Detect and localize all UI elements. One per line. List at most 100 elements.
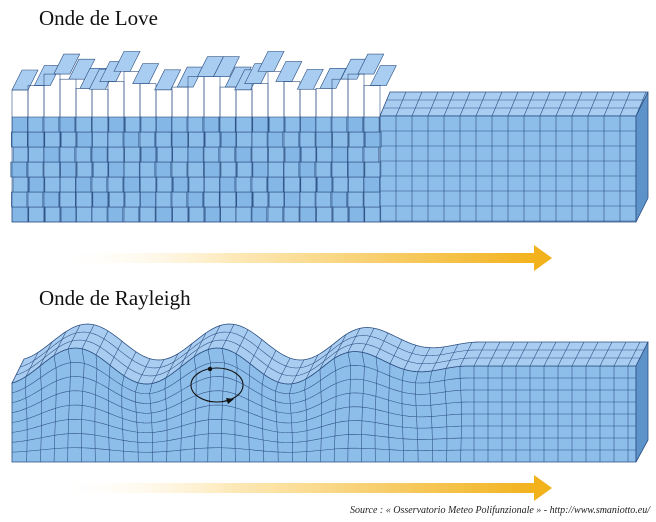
- love-block-cell: [155, 206, 173, 223]
- love-block-cell: [11, 206, 29, 223]
- love-block-cell: [266, 206, 284, 223]
- rayleigh-grid-line: [39, 365, 42, 463]
- love-block-cell: [362, 116, 380, 133]
- love-block-cell: [300, 176, 318, 193]
- love-block-top: [53, 53, 81, 75]
- love-block-cell: [108, 191, 126, 208]
- love-block-cell: [59, 191, 76, 208]
- love-block-cell: [251, 131, 269, 148]
- love-block-top: [369, 65, 397, 86]
- love-block-cell: [188, 131, 205, 148]
- orbit-arrowhead: [226, 398, 234, 404]
- love-block-cell: [91, 116, 109, 133]
- love-block-cell: [284, 191, 301, 208]
- love-block-cell: [235, 206, 253, 223]
- rayleigh-grid-line: [53, 331, 67, 356]
- love-block-cell: [188, 206, 206, 223]
- love-block-cell: [75, 176, 92, 193]
- love-block-cell: [347, 161, 365, 178]
- love-block-cell: [331, 161, 348, 178]
- love-block-cell: [156, 146, 174, 163]
- love-block-cell: [203, 176, 221, 193]
- rayleigh-grid-line: [261, 374, 265, 463]
- love-block-cell: [266, 131, 284, 148]
- rayleigh-grid-line: [403, 345, 417, 370]
- rayleigh-grid-line: [599, 341, 613, 367]
- rayleigh-grid-line: [319, 369, 322, 463]
- grid-line: [475, 91, 487, 117]
- love-block-cell: [12, 176, 30, 193]
- rayleigh-grid-line: [123, 351, 137, 376]
- love-block-cell: [235, 116, 253, 133]
- love-block-cell: [346, 146, 364, 163]
- love-block-cell: [28, 206, 46, 223]
- love-block-cell: [363, 176, 380, 193]
- love-block-cell: [123, 161, 141, 178]
- love-block-cell: [154, 131, 172, 148]
- love-block-column: [363, 85, 381, 223]
- grid-line: [571, 91, 583, 117]
- rayleigh-grid-line: [487, 341, 501, 367]
- love-block-top: [212, 56, 240, 77]
- rayleigh-grid-line: [473, 341, 487, 367]
- love-undisturbed-section: [379, 91, 649, 223]
- love-block-cell: [76, 161, 94, 178]
- love-block-cell: [92, 131, 109, 148]
- grid-line: [491, 91, 503, 117]
- love-block-cell: [315, 131, 333, 148]
- love-block-cell: [106, 206, 124, 223]
- propagation-arrow-love: [70, 245, 552, 271]
- love-block-cell: [220, 206, 237, 223]
- love-block-cell: [284, 146, 302, 163]
- rayleigh-grid-line: [571, 341, 585, 367]
- love-block-cell: [92, 191, 110, 208]
- rayleigh-grid-line: [67, 324, 81, 350]
- rayleigh-grid-line: [109, 341, 123, 366]
- love-block-cell: [364, 161, 382, 178]
- love-block-cell: [60, 131, 78, 148]
- love-block-cell: [171, 116, 188, 133]
- rayleigh-grid-line: [95, 330, 109, 356]
- love-block-cell: [107, 131, 124, 148]
- love-block-cell: [156, 116, 173, 133]
- rayleigh-grid-line: [11, 447, 636, 453]
- love-block-cell: [315, 116, 332, 133]
- rayleigh-grid-line: [319, 345, 333, 370]
- love-block-cell: [251, 146, 268, 163]
- rayleigh-grid-line: [25, 352, 39, 377]
- rayleigh-grid-line: [11, 418, 636, 434]
- love-block-cell: [58, 146, 76, 163]
- rayleigh-grid-line: [248, 363, 251, 463]
- rayleigh-grid-line: [165, 353, 179, 378]
- love-block-cell: [124, 191, 142, 208]
- love-block-cell: [362, 146, 380, 163]
- love-block-cell: [364, 206, 382, 223]
- love-block-cell: [252, 161, 270, 178]
- love-block-cell: [300, 116, 317, 133]
- love-block-cell: [346, 116, 364, 133]
- rayleigh-grid-line: [11, 390, 636, 414]
- rayleigh-grid-line: [179, 367, 182, 463]
- love-block-cell: [204, 131, 222, 148]
- love-block-cell: [220, 131, 238, 148]
- love-block-top: [132, 63, 160, 84]
- love-block-cell: [282, 131, 300, 148]
- rayleigh-grid-line: [347, 328, 361, 353]
- love-block-cell: [170, 191, 188, 208]
- love-block-cell: [91, 206, 108, 223]
- love-block-cell: [60, 206, 78, 223]
- love-block-cell: [75, 191, 93, 208]
- love-block-cell: [316, 176, 334, 193]
- love-block-cell: [59, 176, 77, 193]
- rayleigh-grid-line: [15, 339, 640, 377]
- rayleigh-grid-line: [613, 341, 627, 367]
- grid-line: [555, 91, 567, 117]
- rayleigh-grid-line: [11, 376, 636, 404]
- love-block-cell: [27, 116, 44, 133]
- rayleigh-grid-line: [11, 361, 636, 395]
- rayleigh-grid-line: [108, 365, 111, 463]
- grid-line: [587, 91, 599, 117]
- grid-line: [619, 91, 631, 117]
- particle-orbit: [190, 366, 244, 404]
